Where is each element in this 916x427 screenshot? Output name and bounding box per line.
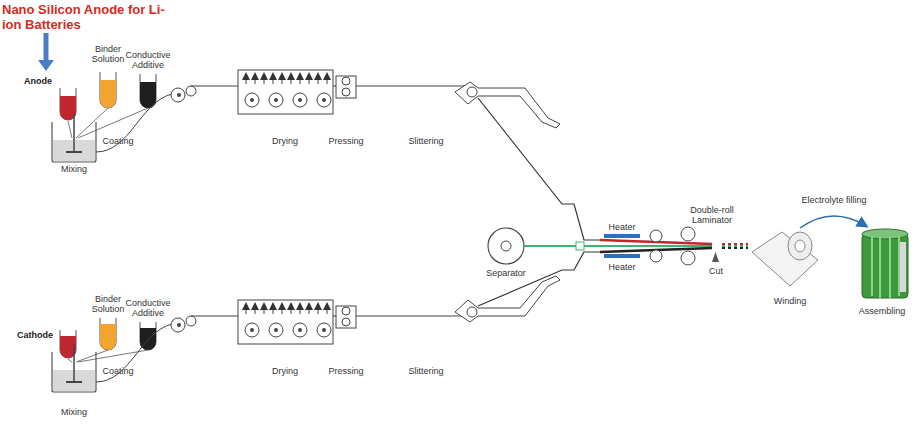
highlight-caption: Nano Silicon Anode for Li-ion Batteries <box>2 2 174 32</box>
step-label: Heater <box>600 262 644 272</box>
step-label: Pressing <box>321 366 371 376</box>
step-label: Binder Solution <box>86 294 130 314</box>
step-label: Slittering <box>398 136 454 146</box>
step-label: Anode <box>20 76 56 86</box>
step-label: Conductive Additive <box>118 50 178 70</box>
step-label: Conductive Additive <box>118 298 178 318</box>
step-label: Slittering <box>398 366 454 376</box>
step-label: Heater <box>600 222 644 232</box>
step-label: Electrolyte filling <box>789 195 879 205</box>
step-label: Drying <box>260 366 310 376</box>
step-label: Mixing <box>52 407 96 417</box>
step-label: Cut <box>701 266 731 276</box>
step-label: Winding <box>765 296 815 306</box>
step-label: Assembling <box>853 306 911 316</box>
step-label: Double-roll Laminator <box>676 205 748 225</box>
step-label: Mixing <box>52 164 96 174</box>
step-label: Coating <box>96 366 140 376</box>
step-label: Pressing <box>321 136 371 146</box>
step-label: Drying <box>260 136 310 146</box>
step-label: Cathode <box>16 330 54 340</box>
step-label: Binder Solution <box>86 44 130 64</box>
step-label: Separator <box>478 268 534 278</box>
step-label: Coating <box>96 136 140 146</box>
